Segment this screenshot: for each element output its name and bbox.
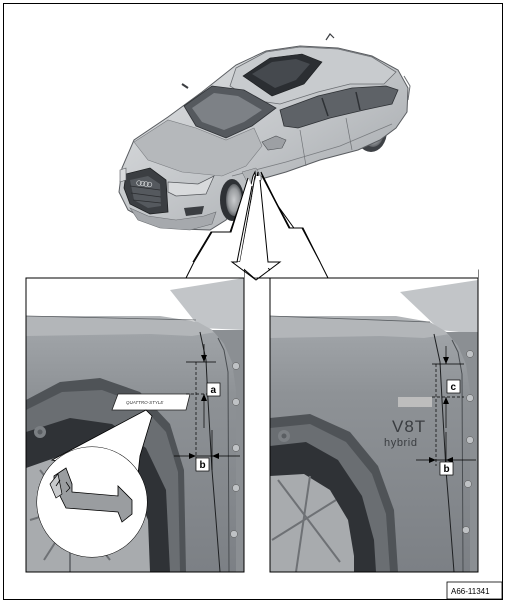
emblem-model: V8T <box>392 417 426 436</box>
svg-text:b: b <box>200 460 206 471</box>
car-illustration <box>118 33 411 231</box>
right-detail-panel: V8T hybrid c b <box>269 277 479 573</box>
emblem-variant: hybrid <box>384 437 418 449</box>
left-badge-text: QUATTRO-STYLE <box>126 400 164 405</box>
positioning-template <box>53 467 133 523</box>
label-c: c <box>446 379 461 394</box>
svg-text:c: c <box>451 382 457 393</box>
label-b-left: b <box>195 457 210 472</box>
label-b-right: b <box>439 461 454 476</box>
svg-text:A66-11341: A66-11341 <box>451 587 490 596</box>
placeholder-badge <box>398 397 432 407</box>
arrow-funnels <box>26 175 478 281</box>
reference-code-box: A66-11341 <box>446 581 503 600</box>
magnifier-callout <box>36 409 153 558</box>
svg-text:b: b <box>444 464 450 475</box>
left-detail-panel: QUATTRO-STYLE a b <box>25 277 245 573</box>
svg-text:a: a <box>211 385 217 396</box>
label-a: a <box>206 382 221 397</box>
